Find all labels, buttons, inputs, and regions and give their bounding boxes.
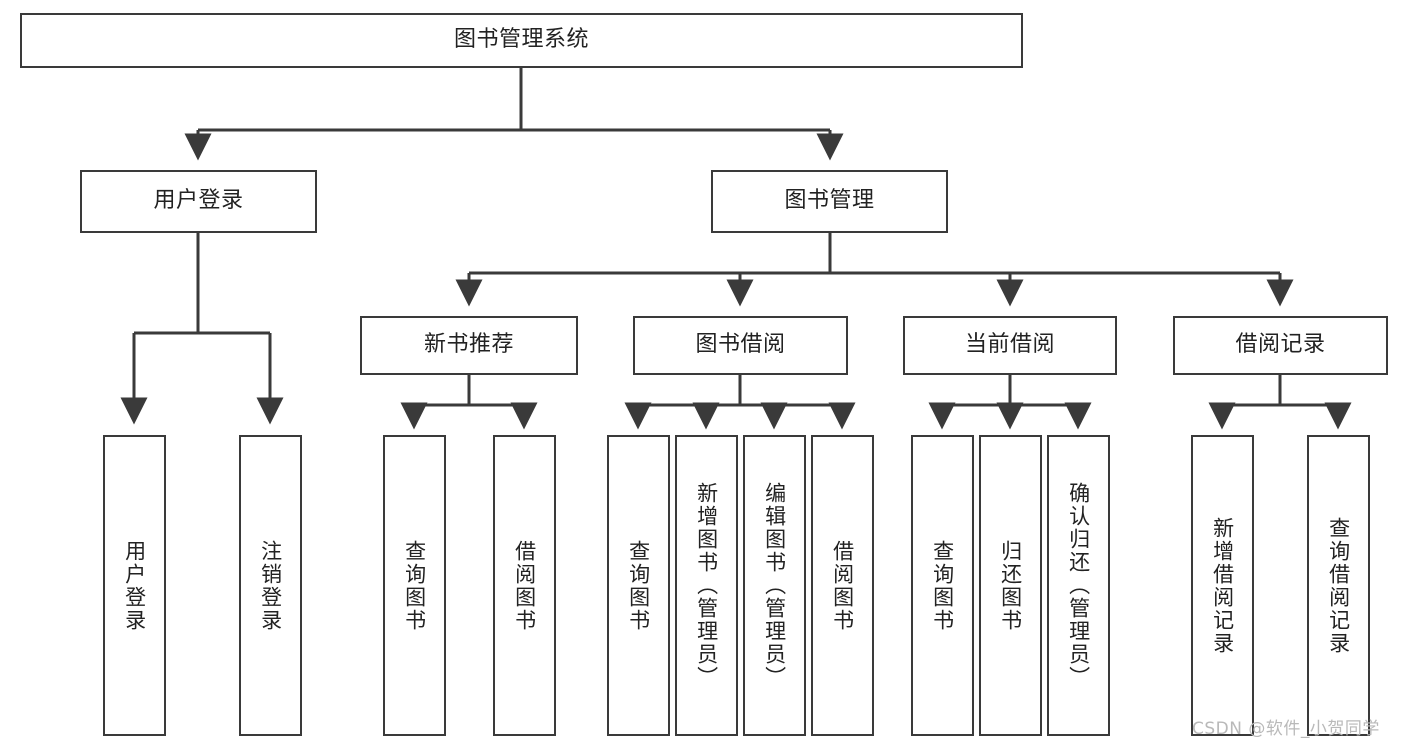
node-label: 查询借阅记录 xyxy=(1326,516,1351,655)
node-label: 当前借阅 xyxy=(964,332,1055,358)
csdn-watermark: CSDN @软件_小贺同学 xyxy=(1192,719,1380,739)
node-label: 新书推荐 xyxy=(423,332,514,358)
leaf-current-borrow-query[interactable]: 查询图书 xyxy=(911,435,974,736)
node-label: 借阅图书 xyxy=(512,539,537,632)
node-label: 用户登录 xyxy=(153,188,244,214)
node-label: 图书管理系统 xyxy=(453,27,589,53)
leaf-book-borrow-add[interactable]: 新增图书（管理员） xyxy=(675,435,738,736)
node-book-management[interactable]: 图书管理 xyxy=(711,170,948,233)
leaf-borrow-record-add[interactable]: 新增借阅记录 xyxy=(1191,435,1254,736)
leaf-new-book-query[interactable]: 查询图书 xyxy=(383,435,446,736)
leaf-book-borrow-lend[interactable]: 借阅图书 xyxy=(811,435,874,736)
leaf-current-borrow-confirm[interactable]: 确认归还（管理员） xyxy=(1047,435,1110,736)
node-label: 图书管理 xyxy=(784,188,875,214)
node-label: 借阅记录 xyxy=(1235,332,1326,358)
node-current-borrow[interactable]: 当前借阅 xyxy=(903,316,1117,375)
node-label: 归还图书 xyxy=(998,539,1023,632)
node-label: 查询图书 xyxy=(930,539,955,632)
node-label: 图书借阅 xyxy=(695,332,786,358)
node-label: 新增借阅记录 xyxy=(1210,516,1235,655)
node-book-borrow[interactable]: 图书借阅 xyxy=(633,316,848,375)
node-root-system[interactable]: 图书管理系统 xyxy=(20,13,1023,68)
node-label: 查询图书 xyxy=(402,539,427,632)
node-label: 注销登录 xyxy=(258,539,283,632)
node-label: 确认归还（管理员） xyxy=(1066,482,1091,689)
leaf-book-borrow-query[interactable]: 查询图书 xyxy=(607,435,670,736)
leaf-user-login-logout[interactable]: 注销登录 xyxy=(239,435,302,736)
node-label: 用户登录 xyxy=(122,539,147,632)
node-new-book-recommend[interactable]: 新书推荐 xyxy=(360,316,578,375)
leaf-user-login-login[interactable]: 用户登录 xyxy=(103,435,166,736)
leaf-book-borrow-edit[interactable]: 编辑图书（管理员） xyxy=(743,435,806,736)
node-label: 查询图书 xyxy=(626,539,651,632)
node-label: 借阅图书 xyxy=(830,539,855,632)
node-user-login[interactable]: 用户登录 xyxy=(80,170,317,233)
leaf-current-borrow-return[interactable]: 归还图书 xyxy=(979,435,1042,736)
node-label: 编辑图书（管理员） xyxy=(762,482,787,689)
node-borrow-record[interactable]: 借阅记录 xyxy=(1173,316,1388,375)
leaf-new-book-borrow[interactable]: 借阅图书 xyxy=(493,435,556,736)
node-label: 新增图书（管理员） xyxy=(694,482,719,689)
leaf-borrow-record-query[interactable]: 查询借阅记录 xyxy=(1307,435,1370,736)
